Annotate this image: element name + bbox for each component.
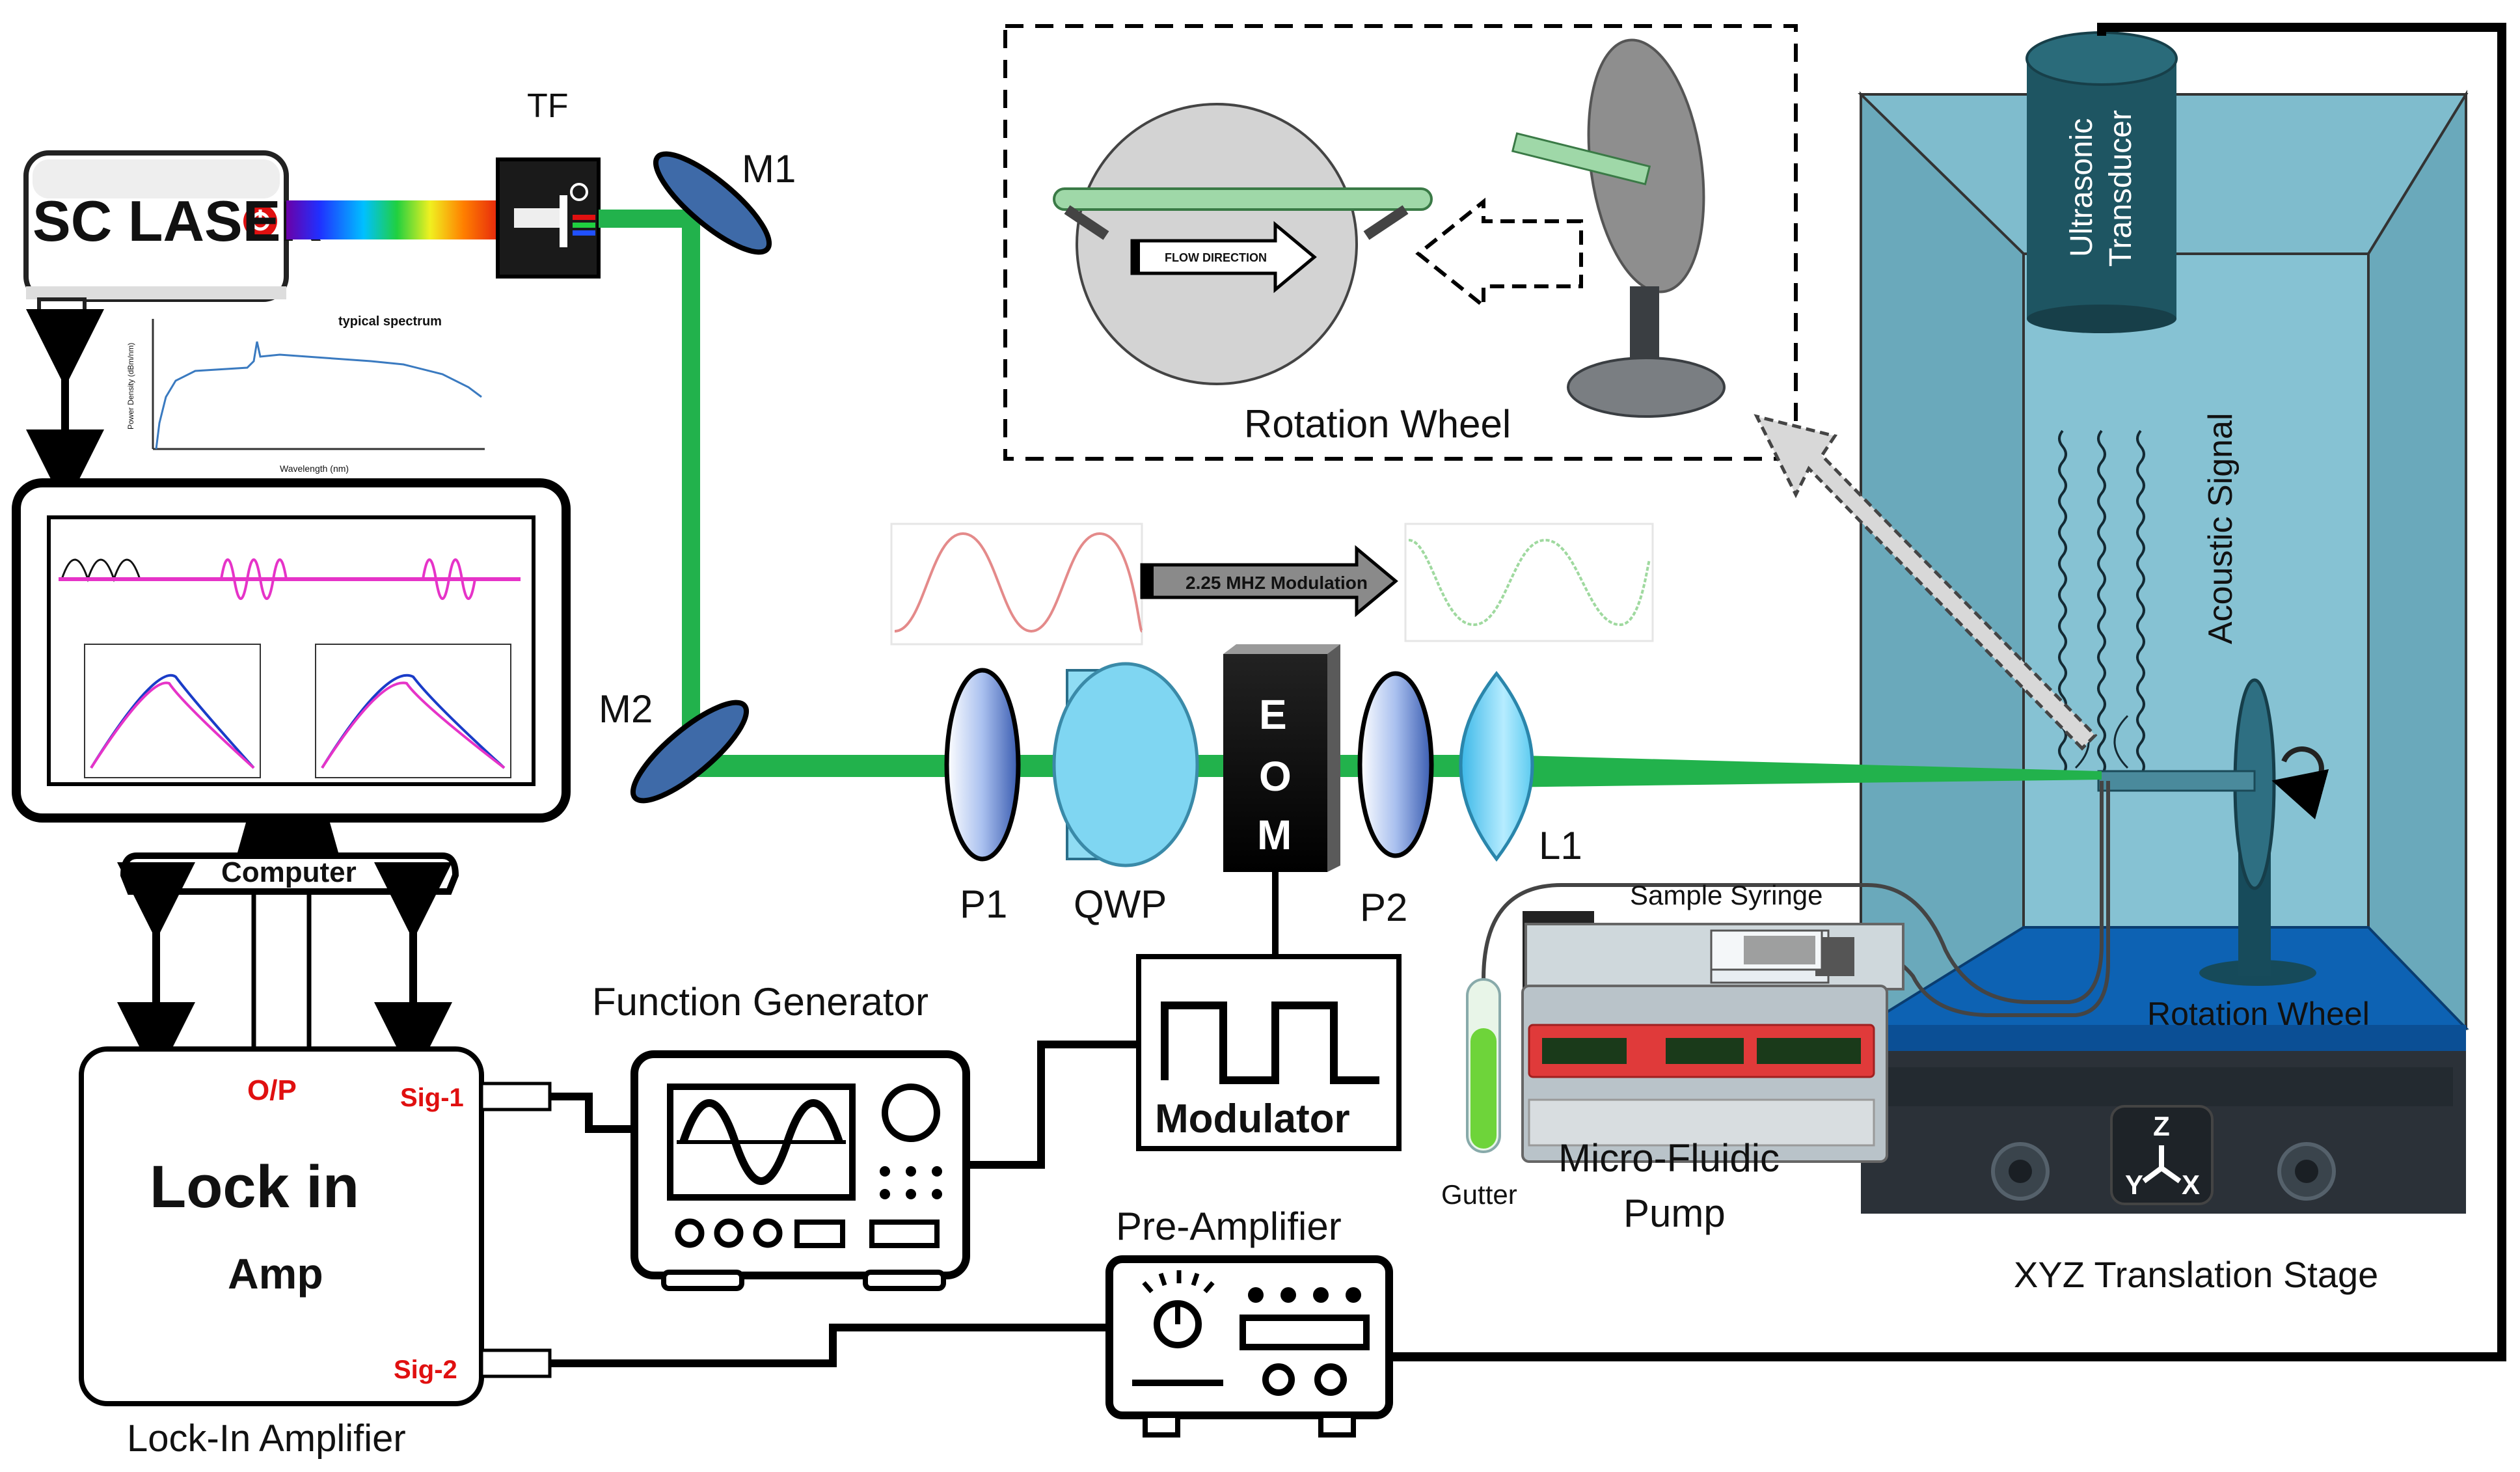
spectrum-beam — [286, 200, 508, 239]
pre-amplifier-icon — [1105, 1255, 1393, 1438]
mirror-icon — [630, 700, 750, 804]
p1-label: P1 — [960, 882, 1007, 926]
rotation-wheel-icon — [2097, 678, 2329, 986]
svg-text:Acoustic Signal: Acoustic Signal — [2202, 413, 2240, 644]
pump-label-2: Pump — [1623, 1192, 1726, 1235]
lens-icon — [1459, 670, 1534, 862]
eom-icon — [1223, 644, 1340, 872]
transducer-preamp-cable — [1389, 23, 2506, 1361]
lockin-title-1: Lock in — [150, 1154, 359, 1220]
test-tube-icon — [1466, 978, 1501, 1153]
lockin-caption: Lock-In Amplifier — [127, 1417, 406, 1460]
svg-text:typical spectrum: typical spectrum — [338, 314, 442, 329]
svg-text:Z: Z — [2153, 1111, 2170, 1141]
rotation-wheel-inset — [1003, 24, 1798, 461]
computer-label: Computer — [221, 856, 357, 888]
lock-in-icon — [79, 1046, 552, 1406]
m2-label: M2 — [599, 687, 653, 731]
arrow-icon — [1140, 545, 1398, 618]
svg-text:Wavelength (nm): Wavelength (nm) — [280, 463, 349, 474]
filter-icon — [496, 157, 601, 279]
modulation-label: 2.25 MHZ Modulation — [1185, 573, 1368, 593]
mirror-icon — [653, 151, 772, 255]
svg-text:X: X — [2182, 1169, 2200, 1200]
lockin-op-label: O/P — [247, 1074, 297, 1106]
tf-label: TF — [527, 87, 569, 125]
function-generator-label: Function Generator — [592, 980, 928, 1024]
eom-letter-o: O — [1259, 753, 1292, 800]
gutter-tube — [1482, 781, 2104, 1004]
modulator-label: Modulator — [1155, 1097, 1350, 1141]
tank-rotation-wheel-label: Rotation Wheel — [2147, 996, 2370, 1032]
lockin-preamp-cable — [550, 1324, 1109, 1367]
inset-rotation-wheel-label: Rotation Wheel — [1244, 402, 1511, 446]
transducer-icon: Ultrasonic Transducer — [2025, 31, 2178, 333]
polarizer-icon — [1357, 671, 1434, 858]
water-tank — [1856, 89, 2469, 1051]
function-generator-icon — [630, 1050, 970, 1291]
spectrum-plot: typical spectrum Wavelength (nm) Power D… — [120, 306, 495, 478]
xyz-stage-label: XYZ Translation Stage — [2014, 1254, 2378, 1295]
qwp-label: QWP — [1074, 882, 1167, 926]
svg-text:Y: Y — [2125, 1169, 2143, 1200]
flow-direction-label: FLOW DIRECTION — [1165, 251, 1267, 264]
modulator-icon — [1136, 954, 1402, 1151]
sample-syringe-label: Sample Syringe — [1630, 880, 1822, 910]
pre-amplifier-label: Pre-Amplifier — [1116, 1205, 1342, 1248]
input-sine-plot — [890, 523, 1143, 646]
acoustic-signal-label: Acoustic Signal — [2202, 413, 2240, 644]
fg-modulator-cable — [966, 1041, 1139, 1169]
lockin-sig2-label: Sig-2 — [394, 1356, 457, 1384]
fg-cable — [550, 1093, 634, 1133]
eom-letter-e: E — [1259, 691, 1287, 738]
svg-text:Power Density (dBm/nm): Power Density (dBm/nm) — [126, 343, 135, 429]
polarizer-icon — [944, 668, 1021, 862]
l1-label: L1 — [1539, 824, 1582, 867]
transducer-label-2: Transducer — [2104, 110, 2138, 267]
lockin-title-2: Amp — [228, 1249, 323, 1298]
gutter-label: Gutter — [1441, 1179, 1517, 1210]
monitor-icon — [12, 478, 571, 895]
syringe-icon — [1710, 929, 1841, 971]
laser-label: SC LASER — [33, 189, 322, 253]
m1-label: M1 — [742, 147, 796, 191]
eom-letter-m: M — [1257, 811, 1292, 858]
pump-label-1: Micro-Fluidic — [1558, 1136, 1780, 1180]
xyz-stage-icon: Z Y X — [1861, 1051, 2466, 1214]
inset-pointer-arrow — [1754, 414, 2098, 751]
qwp-icon — [1052, 662, 1199, 867]
output-sine-plot — [1404, 523, 1654, 642]
transducer-label-1: Ultrasonic — [2065, 118, 2099, 257]
lockin-sig1-label: Sig-1 — [400, 1084, 464, 1112]
p2-label: P2 — [1360, 886, 1407, 929]
